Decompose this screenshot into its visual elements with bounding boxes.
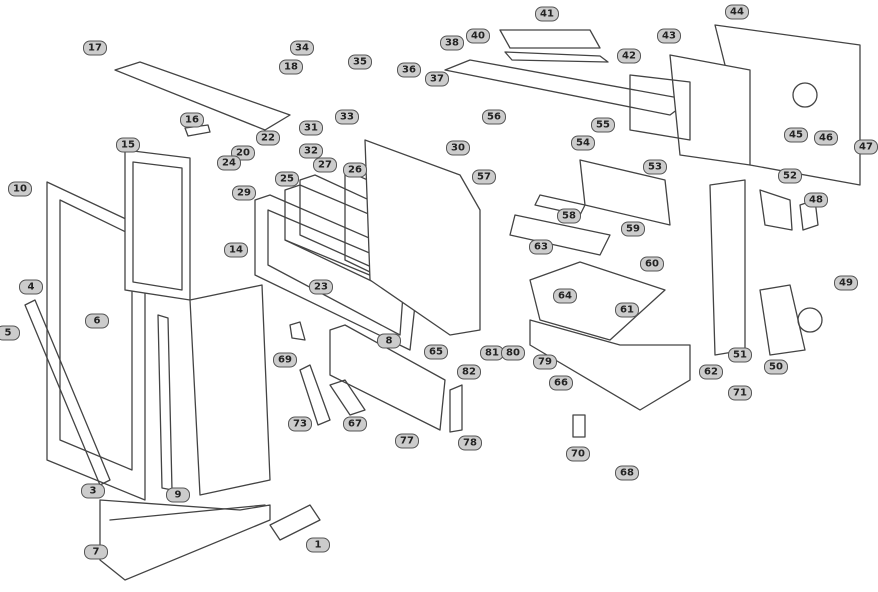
door-77-part xyxy=(329,324,463,433)
callout-7: 7 xyxy=(84,544,108,560)
callout-53: 53 xyxy=(643,159,667,175)
callout-81: 81 xyxy=(480,345,504,361)
brackets-part xyxy=(289,321,366,426)
callout-4: 4 xyxy=(19,279,43,295)
callout-79: 79 xyxy=(533,354,557,370)
callout-42: 42 xyxy=(617,48,641,64)
top-panel-17-part xyxy=(114,61,291,137)
callout-32: 32 xyxy=(299,143,323,159)
callout-47: 47 xyxy=(854,139,878,155)
callout-51: 51 xyxy=(728,347,752,363)
callout-82: 82 xyxy=(457,364,481,380)
callout-23: 23 xyxy=(309,279,333,295)
callout-8: 8 xyxy=(377,333,401,349)
callout-1: 1 xyxy=(306,537,330,553)
callout-73: 73 xyxy=(288,416,312,432)
callout-18: 18 xyxy=(279,59,303,75)
callout-62: 62 xyxy=(699,364,723,380)
callout-59: 59 xyxy=(621,221,645,237)
callout-69: 69 xyxy=(273,352,297,368)
callout-30: 30 xyxy=(446,140,470,156)
bracket-52-part xyxy=(759,189,819,231)
callout-43: 43 xyxy=(657,28,681,44)
callout-9: 9 xyxy=(166,487,190,503)
callout-68: 68 xyxy=(615,465,639,481)
callout-67: 67 xyxy=(343,416,367,432)
callout-33: 33 xyxy=(335,109,359,125)
baffle-54-part xyxy=(579,159,671,226)
callout-29: 29 xyxy=(232,185,256,201)
callout-64: 64 xyxy=(553,288,577,304)
callout-49: 49 xyxy=(834,275,858,291)
callout-31: 31 xyxy=(299,120,323,136)
callout-52: 52 xyxy=(778,168,802,184)
side-panel-part xyxy=(46,181,271,581)
callout-63: 63 xyxy=(529,239,553,255)
callout-37: 37 xyxy=(425,71,449,87)
side-panel-right-part xyxy=(157,284,271,496)
callout-6: 6 xyxy=(85,313,109,329)
callout-46: 46 xyxy=(814,130,838,146)
callout-57: 57 xyxy=(472,169,496,185)
callout-27: 27 xyxy=(313,157,337,173)
fan-50-part xyxy=(759,284,823,356)
callout-36: 36 xyxy=(397,62,421,78)
callout-10: 10 xyxy=(8,181,32,197)
callout-25: 25 xyxy=(275,171,299,187)
callout-60: 60 xyxy=(640,256,664,272)
callout-44: 44 xyxy=(725,4,749,20)
callout-65: 65 xyxy=(424,344,448,360)
foot-70-part xyxy=(572,414,586,438)
callout-5: 5 xyxy=(0,325,20,341)
callout-40: 40 xyxy=(466,28,490,44)
callout-38: 38 xyxy=(440,35,464,51)
callout-35: 35 xyxy=(348,54,372,70)
callout-3: 3 xyxy=(81,483,105,499)
callout-61: 61 xyxy=(615,302,639,318)
callout-77: 77 xyxy=(395,433,419,449)
hinge-1-part xyxy=(269,504,321,541)
side-strip-part xyxy=(24,299,111,486)
callout-71: 71 xyxy=(728,385,752,401)
callout-50: 50 xyxy=(764,359,788,375)
callout-14: 14 xyxy=(224,242,248,258)
callout-54: 54 xyxy=(571,135,595,151)
callout-34: 34 xyxy=(290,40,314,56)
side-panel-15-part xyxy=(124,149,191,301)
callout-78: 78 xyxy=(458,435,482,451)
callout-15: 15 xyxy=(116,137,140,153)
callout-41: 41 xyxy=(535,6,559,22)
callout-80: 80 xyxy=(501,345,525,361)
callout-48: 48 xyxy=(804,192,828,208)
callout-70: 70 xyxy=(566,446,590,462)
callout-22: 22 xyxy=(256,130,280,146)
ash-pan-61-part xyxy=(529,261,666,341)
callout-17: 17 xyxy=(83,40,107,56)
callout-66: 66 xyxy=(549,375,573,391)
back-frame-43-part xyxy=(629,54,751,166)
firebox-30-part xyxy=(364,139,481,336)
callout-55: 55 xyxy=(591,117,615,133)
callout-45: 45 xyxy=(784,127,808,143)
callout-26: 26 xyxy=(343,162,367,178)
base-66-part xyxy=(529,319,691,411)
callout-16: 16 xyxy=(180,112,204,128)
callout-58: 58 xyxy=(557,208,581,224)
side-liner-51-part xyxy=(709,179,746,356)
callout-24: 24 xyxy=(217,155,241,171)
callout-56: 56 xyxy=(482,109,506,125)
